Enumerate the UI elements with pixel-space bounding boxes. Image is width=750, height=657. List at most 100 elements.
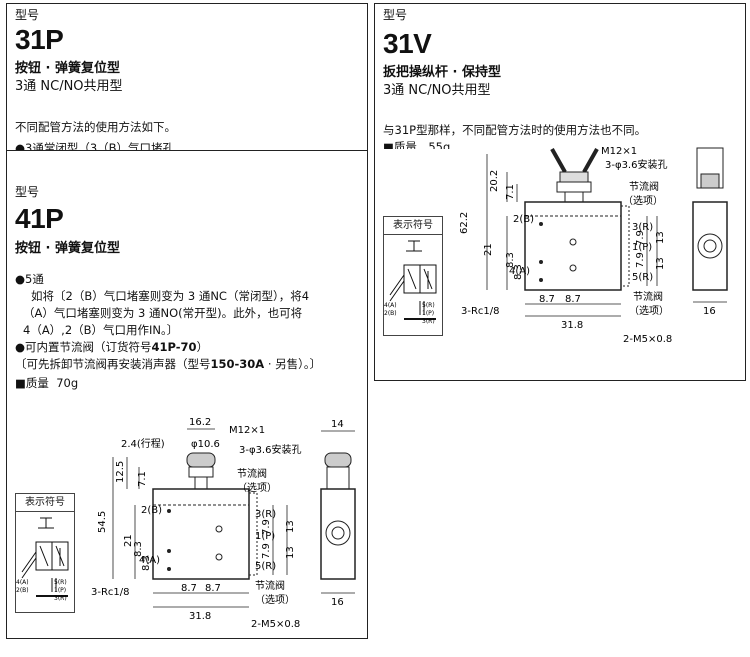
model-label: 型号 [15, 8, 40, 22]
dim-stroke: 2.4(行程) [121, 437, 165, 450]
dim-12-5: 12.5 [115, 461, 126, 483]
port-label: 3(R) [422, 318, 435, 325]
model-subtitle-2: 3通 NC/NO共用型 [15, 79, 123, 94]
dim-13a: 13 [655, 231, 666, 244]
dim-m5: 2-M5×0.8 [623, 334, 672, 345]
dimension-drawing-side: 16 [692, 147, 728, 317]
mass-cut-text: ■质量 55g [383, 140, 451, 149]
builtin-close: ） [196, 340, 209, 354]
dim-8-3b: 8.3 [141, 555, 152, 571]
dim-mount-holes: 3-φ3.6安装孔 [239, 443, 301, 456]
dimension-drawing-front: M12×1 3-φ3.6安装孔 20.2 7.1 节流阀 （选项） 62.2 2… [459, 146, 672, 345]
valve-symbol: 4(A) 2(B) 5(R) 1(P) 3(R) [16, 517, 69, 602]
mass-value: 70g [56, 376, 79, 390]
port-label: 1(P) [54, 587, 66, 594]
panel-31v: 型号 31V 扳把操纵杆 · 保持型 3通 NC/NO共用型 与31P型那样，不… [374, 3, 746, 381]
silencer-close: · 另售）。〕 [264, 357, 322, 371]
silencer-text: 〔可先拆卸节流阀再安装消声器（型号 [15, 357, 211, 371]
throttle-label-2: 节流阀 [255, 579, 285, 592]
port-1p: 1(P) [632, 242, 652, 253]
port-label: 2(B) [384, 310, 397, 317]
model-number: 41P [15, 203, 64, 234]
port-2b: 2(B) [513, 214, 534, 225]
port-4a: 4(A) [509, 266, 530, 277]
dim-7-9b: 7.9 [635, 252, 646, 268]
port-3r: 3(R) [255, 509, 276, 520]
builtin-throttle-line: ●可内置节流阀（订货符号41P-70） [15, 339, 208, 356]
dim-8-3a: 8.3 [133, 541, 144, 557]
option-label: （选项） [237, 481, 277, 494]
dim-8-3b: 8.3 [513, 264, 524, 280]
dim-phi: φ10.6 [191, 439, 220, 450]
port-5r: 5(R) [632, 272, 653, 283]
option-label: （选项） [623, 194, 663, 207]
dim-14: 14 [331, 419, 344, 430]
builtin-text: ●可内置节流阀（订货符号 [15, 340, 152, 354]
dim-8-3a: 8.3 [505, 252, 516, 268]
port-5r: 5(R) [255, 561, 276, 572]
dimension-drawing-side: 14 16 [320, 419, 356, 608]
port-label: 1(P) [422, 310, 434, 317]
mass-label: ■质量 [15, 376, 49, 390]
dim-8-7a: 8.7 [181, 583, 197, 594]
dim-m5: 2-M5×0.8 [251, 619, 300, 630]
port-label: 4(A) [384, 302, 397, 309]
throttle-label: 节流阀 [629, 180, 659, 193]
dim-31-8: 31.8 [561, 320, 583, 331]
port-label: 3(R) [54, 595, 67, 602]
model-subtitle: 按钮 · 弹簧复位型 [15, 61, 120, 76]
port-label: 2(B) [16, 587, 29, 594]
model-subtitle: 扳把操纵杆 · 保持型 [383, 65, 501, 80]
panel-41p: 型号 41P 按钮 · 弹簧复位型 ●5通 如将〔2（B）气口堵塞则变为 3 通… [6, 150, 368, 639]
port-label: 5(R) [422, 302, 435, 309]
port-label: 5(R) [54, 579, 67, 586]
dim-7-1: 7.1 [137, 471, 148, 487]
port-label: 4(A) [16, 579, 29, 586]
desc-line-3: 4（A）,2（B）气口用作IN。〕 [23, 323, 179, 337]
port-4a: 4(A) [139, 555, 160, 566]
order-code: 41P-70 [151, 340, 197, 354]
silencer-code: 150-30A [210, 357, 265, 371]
desc-line-2: （A）气口堵塞则变为 3 通NO(常开型)。此外，也可将 [23, 306, 303, 320]
dim-62-2: 62.2 [459, 212, 470, 234]
dim-16: 16 [331, 597, 344, 608]
dim-7-1: 7.1 [505, 184, 516, 200]
dim-thread: M12×1 [601, 146, 637, 157]
dim-16: 16 [703, 306, 716, 317]
dim-7-9b: 7.9 [261, 543, 272, 559]
dimension-drawing-front: 16.2 M12×1 2.4(行程) φ10.6 3-φ3.6安装孔 12.5 … [91, 417, 301, 630]
dim-21: 21 [483, 243, 494, 256]
dim-rc-ports: 3-Rc1/8 [91, 587, 130, 598]
dim-54-5: 54.5 [97, 511, 108, 533]
model-subtitle-2: 3通 NC/NO共用型 [383, 83, 491, 98]
symbol-box: 表示符号 4(A) 2(B) 5(R) 1(P) 3(R) [15, 493, 75, 613]
dim-7-9a: 7.9 [635, 230, 646, 246]
dim-8-7a: 8.7 [539, 294, 555, 305]
dim-rc-ports: 3-Rc1/8 [461, 306, 500, 317]
port-2b: 2(B) [141, 505, 162, 516]
panel-31p: 型号 31P 按钮 · 弹簧复位型 3通 NC/NO共用型 不同配管方法的使用方… [6, 3, 368, 155]
option-label-2: （选项） [255, 593, 295, 606]
model-number: 31V [383, 28, 432, 59]
symbol-title: 表示符号 [16, 494, 74, 512]
throttle-label-2: 节流阀 [633, 290, 663, 303]
dim-8-7b: 8.7 [205, 583, 221, 594]
usage-note: 不同配管方法的使用方法如下。 [15, 120, 176, 134]
symbol-title: 表示符号 [384, 217, 442, 235]
dim-7-9a: 7.9 [261, 519, 272, 535]
dim-thread: M12×1 [229, 425, 265, 436]
usage-note: 与31P型那样，不同配管方法时的使用方法也不同。 [383, 123, 647, 137]
mass-line: ■质量 70g [15, 375, 78, 392]
valve-symbol: 4(A) 2(B) 5(R) 1(P) 3(R) [384, 240, 437, 325]
dim-8-7b: 8.7 [565, 294, 581, 305]
port-3r: 3(R) [632, 222, 653, 233]
symbol-box: 表示符号 4(A) 2(B) 5(R) 1(P) 3(R) [383, 216, 443, 336]
dim-13a: 13 [285, 520, 296, 533]
silencer-line: 〔可先拆卸节流阀再安装消声器（型号150-30A · 另售）。〕 [15, 356, 321, 373]
throttle-label: 节流阀 [237, 467, 267, 480]
dim-13b: 13 [655, 257, 666, 270]
desc-line-1: 如将〔2（B）气口堵塞则变为 3 通NC（常闭型），将4 [31, 289, 310, 303]
dim-20-2: 20.2 [489, 170, 500, 192]
model-subtitle: 按钮 · 弹簧复位型 [15, 241, 120, 256]
model-label: 型号 [383, 8, 408, 22]
